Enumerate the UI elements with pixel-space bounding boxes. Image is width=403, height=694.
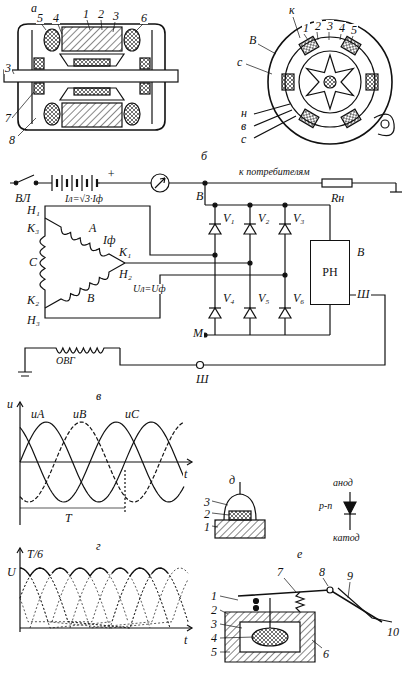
diagram-label: 8 (318, 566, 326, 578)
diagram-label: 6 (322, 648, 330, 660)
diagram-label: В (86, 292, 95, 304)
diagram-label: в (95, 390, 102, 402)
diagram-label: T (64, 512, 73, 524)
diagram-label: 7 (4, 112, 12, 124)
diagram-label: uC (124, 408, 140, 420)
diagram-label: С (28, 256, 38, 268)
diagram-label: б (200, 150, 208, 162)
diagram-label: u (6, 398, 14, 410)
diagram-label: к потребителям (238, 167, 311, 177)
regulator-box: РН (310, 240, 350, 305)
diagram-label: 7 (276, 566, 284, 578)
diagram-label: К₃ (26, 222, 40, 234)
diagram-label: ВЛ (14, 192, 31, 204)
diagram-label: 4 (52, 12, 60, 24)
diagram-label: анод (332, 478, 354, 488)
diagram-label: V₂ (257, 212, 271, 224)
node-text: РН (322, 265, 337, 280)
diagram-label: U (6, 566, 17, 578)
diagram-label: 8 (8, 134, 16, 146)
diagram-label: М (192, 327, 204, 339)
diagram-label: В (356, 246, 365, 258)
diagram-label: г (95, 540, 102, 552)
diagram-label: к (288, 4, 296, 16)
diagram-label: К₁ (118, 246, 132, 258)
diagram-label: uA (30, 408, 45, 420)
diagram-label: 5 (210, 646, 218, 658)
diagram-label: Н₃ (26, 314, 41, 326)
diagram-label: В (195, 190, 204, 202)
diagram-label: Ш (356, 288, 371, 300)
diagram-label: с (236, 56, 243, 68)
diagram-label: 5 (36, 12, 44, 24)
diagram-label: катод (332, 533, 361, 543)
diagram-label: t (183, 634, 188, 646)
diagram-label: 3 (210, 618, 218, 630)
diagram-label: Uл=Uф (132, 284, 167, 294)
diagram-label: t (183, 468, 188, 480)
diagram-label: с (240, 133, 247, 145)
diagram-label: н (240, 107, 248, 119)
diagram-label: 3 (203, 496, 211, 508)
diagram-label: 1 (203, 521, 211, 533)
diagram-label: 1 (302, 22, 310, 34)
diagram-label: V₄ (222, 292, 236, 304)
diagram-label: 3 (326, 20, 334, 32)
diagram-label: ОВГ (55, 356, 76, 366)
diagram-label: V₃ (292, 212, 306, 224)
diagram-label: 1 (82, 8, 90, 20)
diagram-label: p-n (318, 501, 333, 511)
diagram-label: uB (72, 408, 87, 420)
diagram-label: T/6 (26, 548, 44, 560)
diagram-label: в (240, 120, 247, 132)
diagram-label: 4 (338, 22, 346, 34)
diagram-label: Н₂ (118, 268, 133, 280)
diagram-label: Iл=√3·Iф (64, 194, 104, 204)
diagram-label: 1 (210, 590, 218, 602)
diagram-label: Ш (195, 373, 210, 385)
diagram-label: В (248, 34, 257, 46)
diagram-label: 2 (314, 20, 322, 32)
diagram-label: 2 (210, 604, 218, 616)
diagram-label: V₅ (257, 292, 271, 304)
diagram-label: 2 (97, 8, 105, 20)
diagram-label: 6 (140, 12, 148, 24)
diagram-label: 2 (203, 508, 211, 520)
diagram-label: 5 (350, 24, 358, 36)
diagram-label: Н₁ (26, 204, 41, 216)
diagram-label: д (228, 474, 236, 486)
diagram-label: V₁ (222, 212, 236, 224)
diagram-label: V₆ (292, 292, 306, 304)
diagram-label: 9 (346, 570, 354, 582)
diagram-label: А (88, 222, 97, 234)
diagram-label: + (106, 168, 116, 180)
diagram-label: 3 (4, 62, 12, 74)
diagram-label: К₂ (26, 294, 40, 306)
diagram-label: Rн (330, 192, 345, 204)
diagram-label: 4 (210, 632, 218, 644)
diagram-label: 10 (386, 626, 400, 638)
diagram-label: Iф (102, 234, 117, 246)
diagram-label: 3 (112, 10, 120, 22)
diagram-label: е (296, 548, 303, 560)
